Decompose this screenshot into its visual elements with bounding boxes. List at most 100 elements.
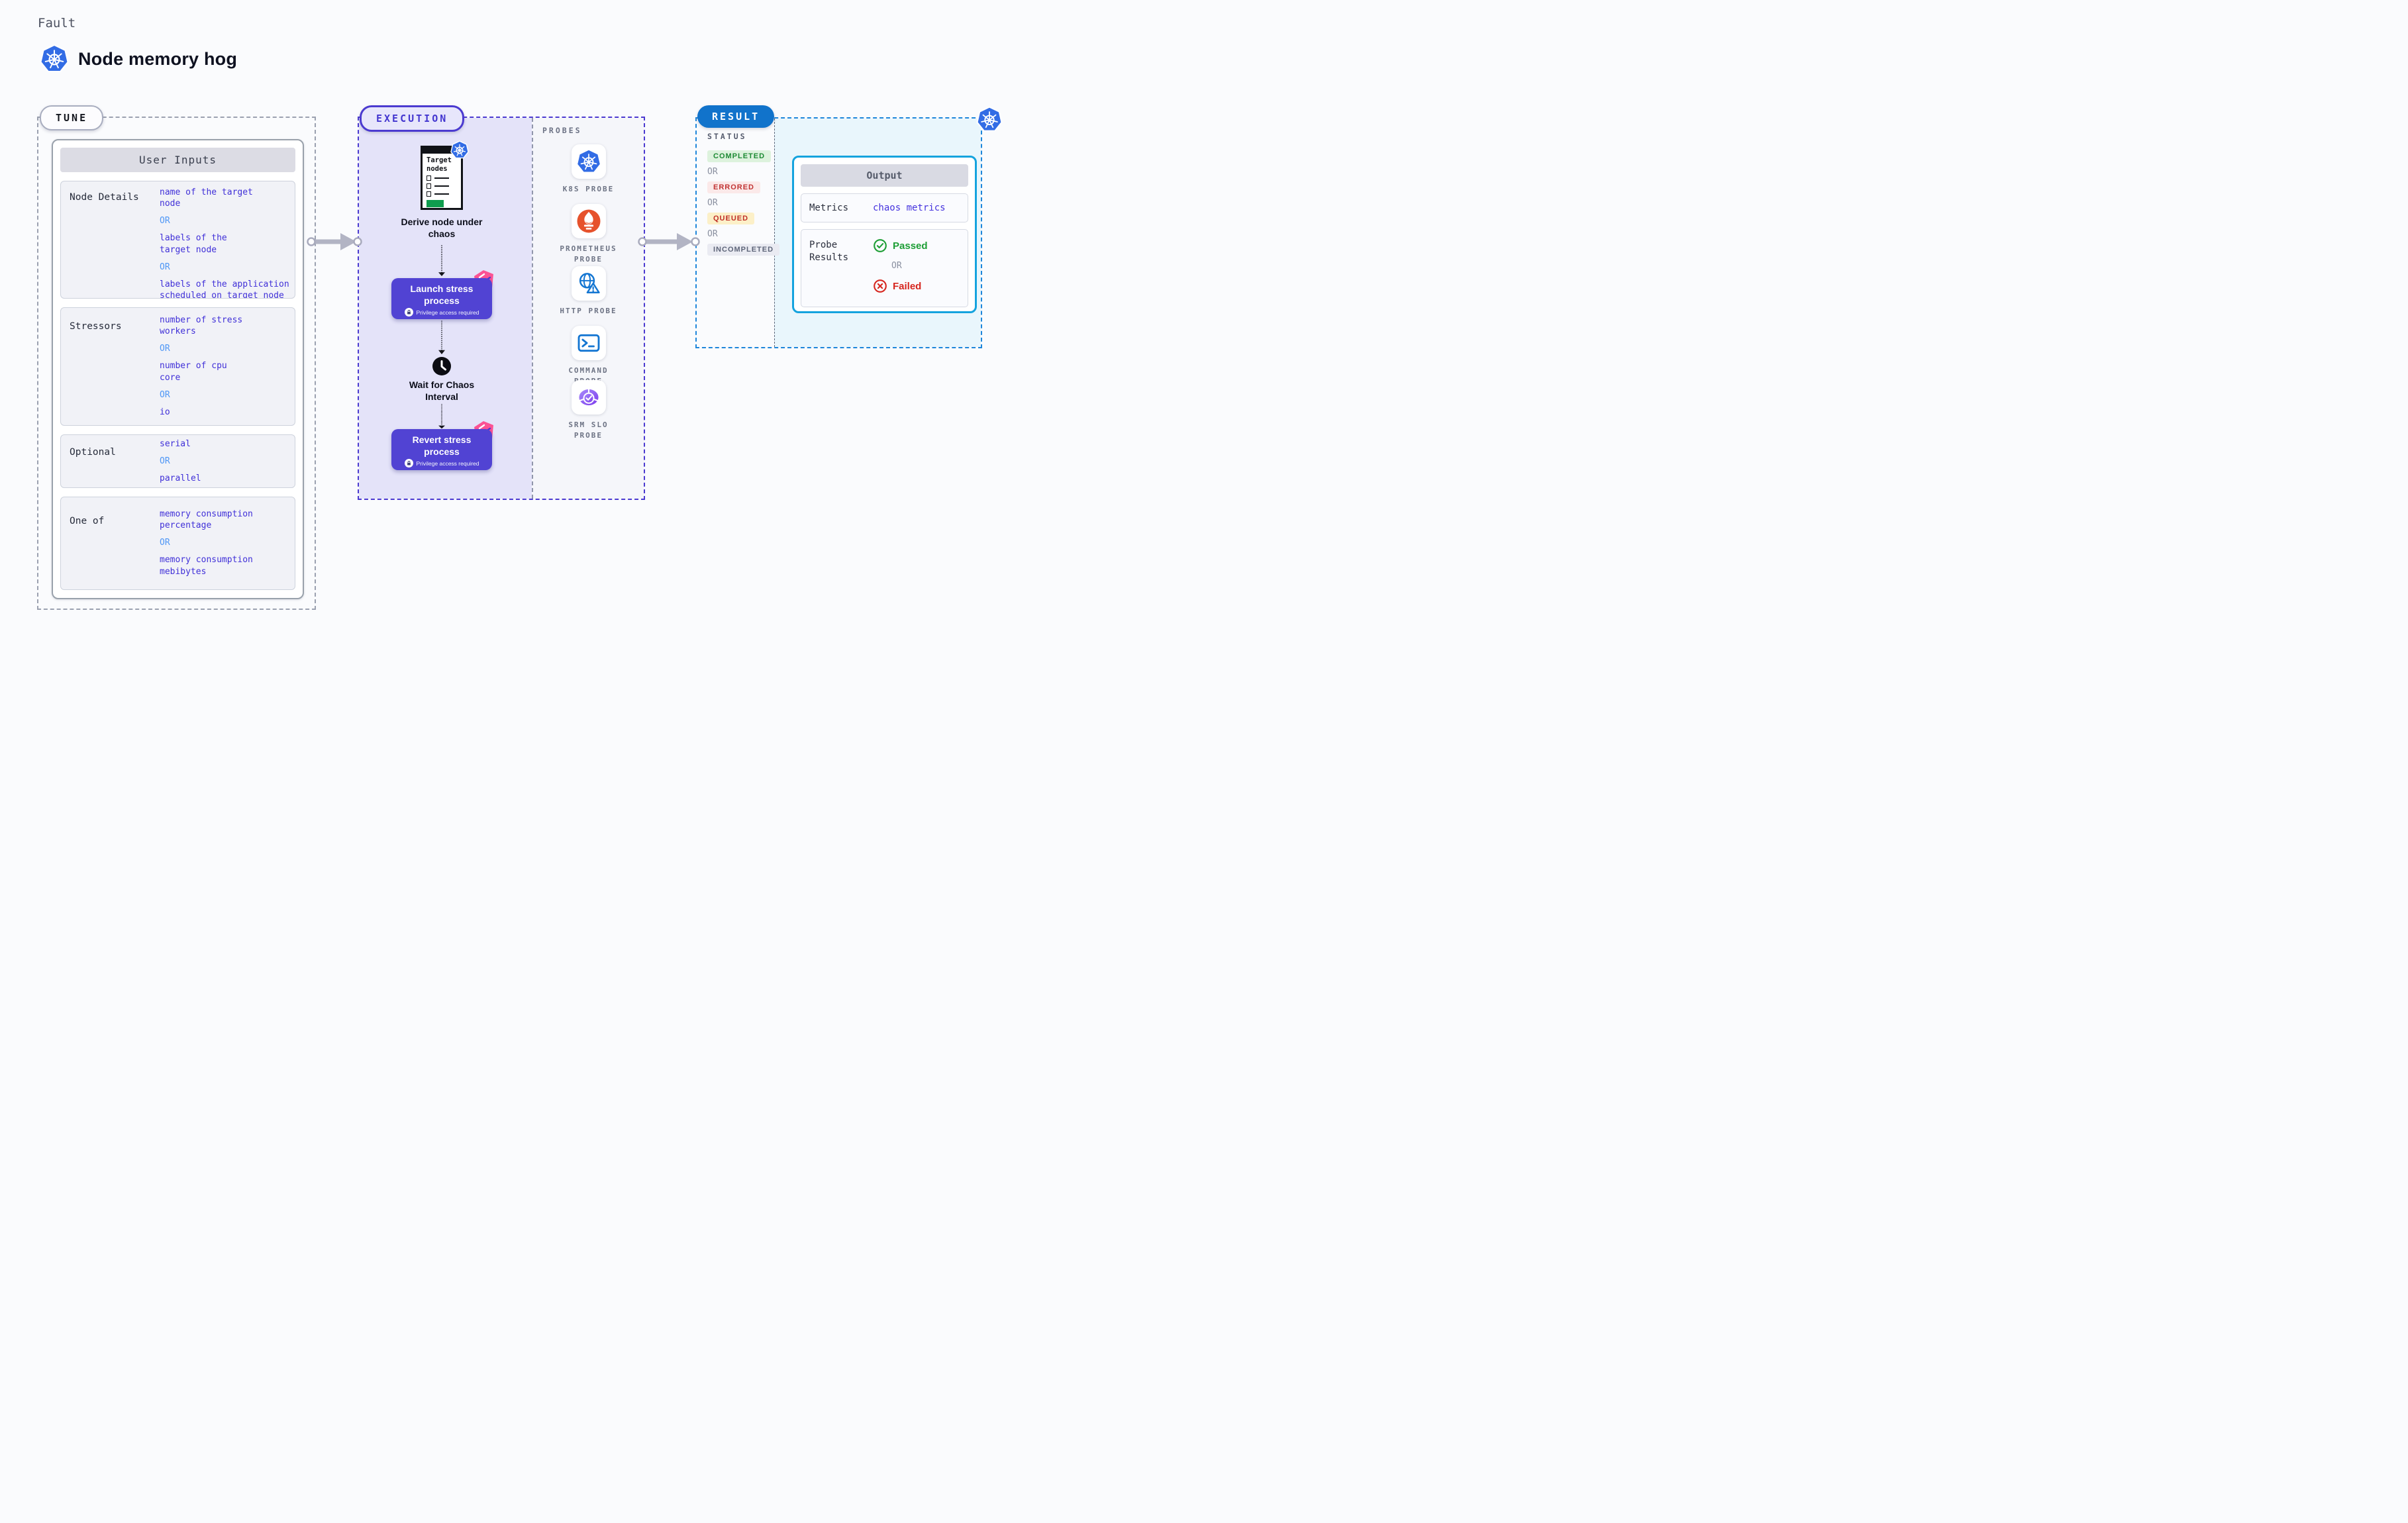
- checkbox-icon: [426, 191, 431, 197]
- or-separator: OR: [160, 389, 170, 400]
- kubernetes-icon: [40, 44, 69, 74]
- row-value: memory consumption percentage: [160, 509, 253, 531]
- checkbox-row: [426, 183, 461, 189]
- lock-icon: [404, 308, 413, 317]
- row-value: labels of the application scheduled on t…: [160, 279, 289, 299]
- launch-stress-process-button[interactable]: Launch stress process Privilege access r…: [391, 278, 492, 319]
- row-value: number of cpu core: [160, 361, 227, 383]
- status-badge-completed: COMPLETED: [707, 150, 772, 162]
- kubernetes-icon: [450, 140, 469, 160]
- target-nodes-illustration: Target nodes: [421, 146, 463, 210]
- button-label: Launch stress process: [410, 283, 474, 306]
- metrics-value: chaos metrics: [873, 203, 946, 213]
- probe-label: PROMETHEUS PROBE: [560, 244, 617, 264]
- command-terminal-icon: [576, 330, 602, 356]
- status-badge-queued: QUEUED: [707, 213, 755, 224]
- page-header: Node memory hog: [40, 44, 237, 74]
- status-title: STATUS: [707, 132, 747, 141]
- probe-results-row: Probe Results Passed OR Failed: [801, 229, 968, 307]
- probe-label: SRM SLO PROBE: [568, 420, 609, 440]
- line-glyph: [434, 185, 449, 187]
- checkbox-row: [426, 175, 461, 181]
- or-separator: OR: [707, 229, 718, 239]
- table-row-one-of: One of memory consumption percentage OR …: [60, 497, 295, 590]
- tune-section: [37, 117, 316, 610]
- checkbox-row: [426, 191, 461, 197]
- or-separator: OR: [160, 262, 170, 272]
- or-separator: OR: [160, 216, 170, 226]
- document-titlebar: [423, 148, 461, 154]
- prometheus-icon: [576, 208, 602, 234]
- or-separator: OR: [160, 344, 170, 354]
- probe-card: [571, 326, 606, 360]
- result-section: STATUS COMPLETED OR ERRORED OR QUEUED OR…: [695, 117, 982, 348]
- revert-stress-process-button[interactable]: Revert stress process Privilege access r…: [391, 429, 492, 470]
- checkbox-icon: [426, 183, 431, 189]
- target-nodes-title: Target nodes: [426, 156, 452, 173]
- metrics-row: Metrics chaos metrics: [801, 193, 968, 222]
- or-separator: OR: [891, 261, 902, 271]
- check-circle-icon: [873, 238, 887, 253]
- line-glyph: [434, 193, 449, 195]
- probes-title: PROBES: [542, 126, 582, 135]
- http-globe-icon: [576, 270, 602, 297]
- privilege-row: Privilege access required: [404, 308, 479, 317]
- derive-node-label: Derive node under chaos: [401, 217, 483, 240]
- row-label: Optional: [70, 447, 116, 458]
- or-separator: OR: [707, 198, 718, 208]
- privilege-text: Privilege access required: [416, 309, 479, 316]
- status-badge-errored: ERRORED: [707, 181, 761, 193]
- kubernetes-icon: [976, 106, 1003, 133]
- row-label: Node Details: [70, 192, 139, 203]
- probe-card: [571, 204, 606, 238]
- row-label: Stressors: [70, 321, 122, 332]
- line-glyph: [434, 177, 449, 179]
- execution-flow-panel: Target nodes Derive node under chaos Lau…: [359, 118, 532, 499]
- user-inputs-header: User Inputs: [60, 148, 295, 172]
- row-label: One of: [70, 516, 105, 526]
- privilege-row: Privilege access required: [404, 459, 479, 467]
- probe-card: [571, 266, 606, 301]
- status-column: STATUS COMPLETED OR ERRORED OR QUEUED OR…: [707, 132, 780, 256]
- checkbox-icon: [426, 175, 431, 181]
- or-separator: OR: [160, 456, 170, 467]
- dotted-arrow: [437, 245, 446, 277]
- table-row-optional: Optional serial OR parallel: [60, 434, 295, 488]
- kubernetes-icon: [576, 148, 601, 175]
- probe-card: [571, 144, 606, 179]
- probe-srm-slo: SRM SLO PROBE: [533, 380, 644, 441]
- x-circle-icon: [873, 279, 887, 293]
- failed-label: Failed: [893, 280, 922, 292]
- row-value: name of the target node: [160, 187, 253, 209]
- row-value: number of stress workers: [160, 315, 243, 337]
- metrics-label: Metrics: [809, 203, 849, 213]
- table-row-node-details: Node Details name of the target node OR …: [60, 181, 295, 299]
- passed-label: Passed: [893, 240, 928, 252]
- user-inputs-table: User Inputs Node Details name of the tar…: [52, 139, 304, 599]
- green-bar: [426, 200, 444, 208]
- clock-icon: [432, 357, 451, 375]
- probe-label: HTTP PROBE: [560, 307, 617, 315]
- probe-label: K8S PROBE: [562, 185, 615, 193]
- status-badge-incompleted: INCOMPLETED: [707, 244, 780, 256]
- row-value: parallel: [160, 473, 201, 484]
- tune-badge: TUNE: [40, 105, 104, 130]
- probe-card: [571, 380, 606, 415]
- wait-chaos-interval-label: Wait for Chaos Interval: [409, 379, 475, 403]
- privilege-text: Privilege access required: [416, 460, 479, 467]
- fault-diagram-canvas: Fault Node memory hog TUNE User Inputs N…: [0, 0, 1030, 652]
- lock-icon: [404, 459, 413, 467]
- probe-http: HTTP PROBE: [533, 266, 644, 317]
- button-label: Revert stress process: [412, 434, 472, 457]
- probe-k8s: K8S PROBE: [533, 144, 644, 195]
- or-separator: OR: [160, 538, 170, 548]
- dotted-arrow: [437, 404, 446, 429]
- srm-slo-icon: [576, 384, 602, 411]
- probe-prometheus: PROMETHEUS PROBE: [533, 204, 644, 265]
- fault-eyebrow: Fault: [38, 16, 76, 30]
- row-value: memory consumption mebibytes: [160, 555, 253, 577]
- output-card: Output Metrics chaos metrics Probe Resul…: [792, 156, 977, 313]
- output-header: Output: [801, 164, 968, 187]
- probe-command: COMMAND PROBE: [533, 326, 644, 387]
- execution-to-result-arrow: [638, 233, 700, 250]
